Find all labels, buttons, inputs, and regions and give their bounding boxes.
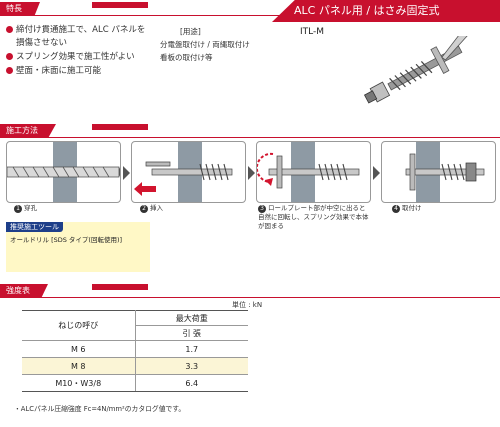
strength-header: 強度表 [0, 284, 500, 298]
features-header: 特長 [0, 2, 500, 16]
cell-name: M10・W3/8 [22, 374, 136, 392]
bullet-icon [6, 67, 13, 74]
product-model: ITL-M [300, 27, 325, 37]
table-row: M10・W3/8 6.4 [22, 374, 248, 392]
cell-value: 1.7 [135, 340, 248, 358]
header-accent-bar [92, 2, 148, 8]
step-1-figure [6, 141, 121, 203]
feature-item: 締付け貫通施工で、ALC パネルを [6, 24, 145, 36]
unit-label: 単位 : kN [232, 301, 263, 309]
fixed-illustration [405, 142, 485, 202]
cell-name: M 8 [22, 357, 136, 375]
anchor-product-image [363, 36, 478, 104]
step-3-figure [256, 141, 371, 203]
table-row: M 6 1.7 [22, 340, 248, 358]
col-header-sub: 引 張 [135, 325, 248, 341]
strength-table: ねじの呼び 最大荷重 引 張 M 6 1.7 M 8 3.3 M10・W3/8 … [22, 310, 248, 392]
header-accent-bar [92, 284, 148, 290]
recommended-tool-box: 推奨施工ツール オールドリル [SDS タイプ(回転使用)] [6, 222, 150, 272]
method-title: 施工方法 [0, 124, 56, 138]
header-accent-bar [92, 124, 148, 130]
use-block: [用途] 分電盤取付け / 両縄取付け 看板の取付け等 [160, 25, 272, 64]
drill-illustration [7, 142, 120, 202]
bullet-icon [6, 53, 13, 60]
col-header-load: 最大荷重 [175, 313, 208, 323]
step-4-figure [381, 141, 496, 203]
cell-value: 3.3 [135, 357, 248, 375]
use-item: 看板の取付け等 [160, 53, 213, 62]
product-title: ALC パネル用 / はさみ固定式 [272, 0, 500, 22]
method-header: 施工方法 [0, 124, 500, 138]
insert-illustration [134, 142, 233, 202]
next-arrow-icon [123, 166, 130, 180]
step-2-figure [131, 141, 246, 203]
strength-title: 強度表 [0, 284, 48, 298]
use-label: [用途] [180, 27, 201, 36]
footnote: ・ALCパネル圧縮強度 Fc=4N/mm²のカタログ値です。 [14, 405, 186, 413]
tool-text: オールドリル [SDS タイプ(回転使用)] [10, 236, 123, 244]
cell-name: M 6 [22, 340, 136, 358]
feature-item-cont: 損傷させない [16, 38, 68, 48]
feature-item: 壁面・床面に施工可能 [6, 65, 101, 77]
tool-tag: 推奨施工ツール [6, 222, 63, 232]
features-title: 特長 [0, 2, 40, 16]
next-arrow-icon [248, 166, 255, 180]
feature-item: スプリング効果で施工性がよい [6, 51, 135, 63]
bullet-icon [6, 26, 13, 33]
cell-value: 6.4 [135, 374, 248, 392]
table-row: M 8 3.3 [22, 357, 248, 375]
rotate-illustration [257, 142, 360, 202]
use-item: 分電盤取付け / 両縄取付け [160, 40, 250, 49]
next-arrow-icon [373, 166, 380, 180]
col-header-name: ねじの呼び [22, 310, 136, 341]
